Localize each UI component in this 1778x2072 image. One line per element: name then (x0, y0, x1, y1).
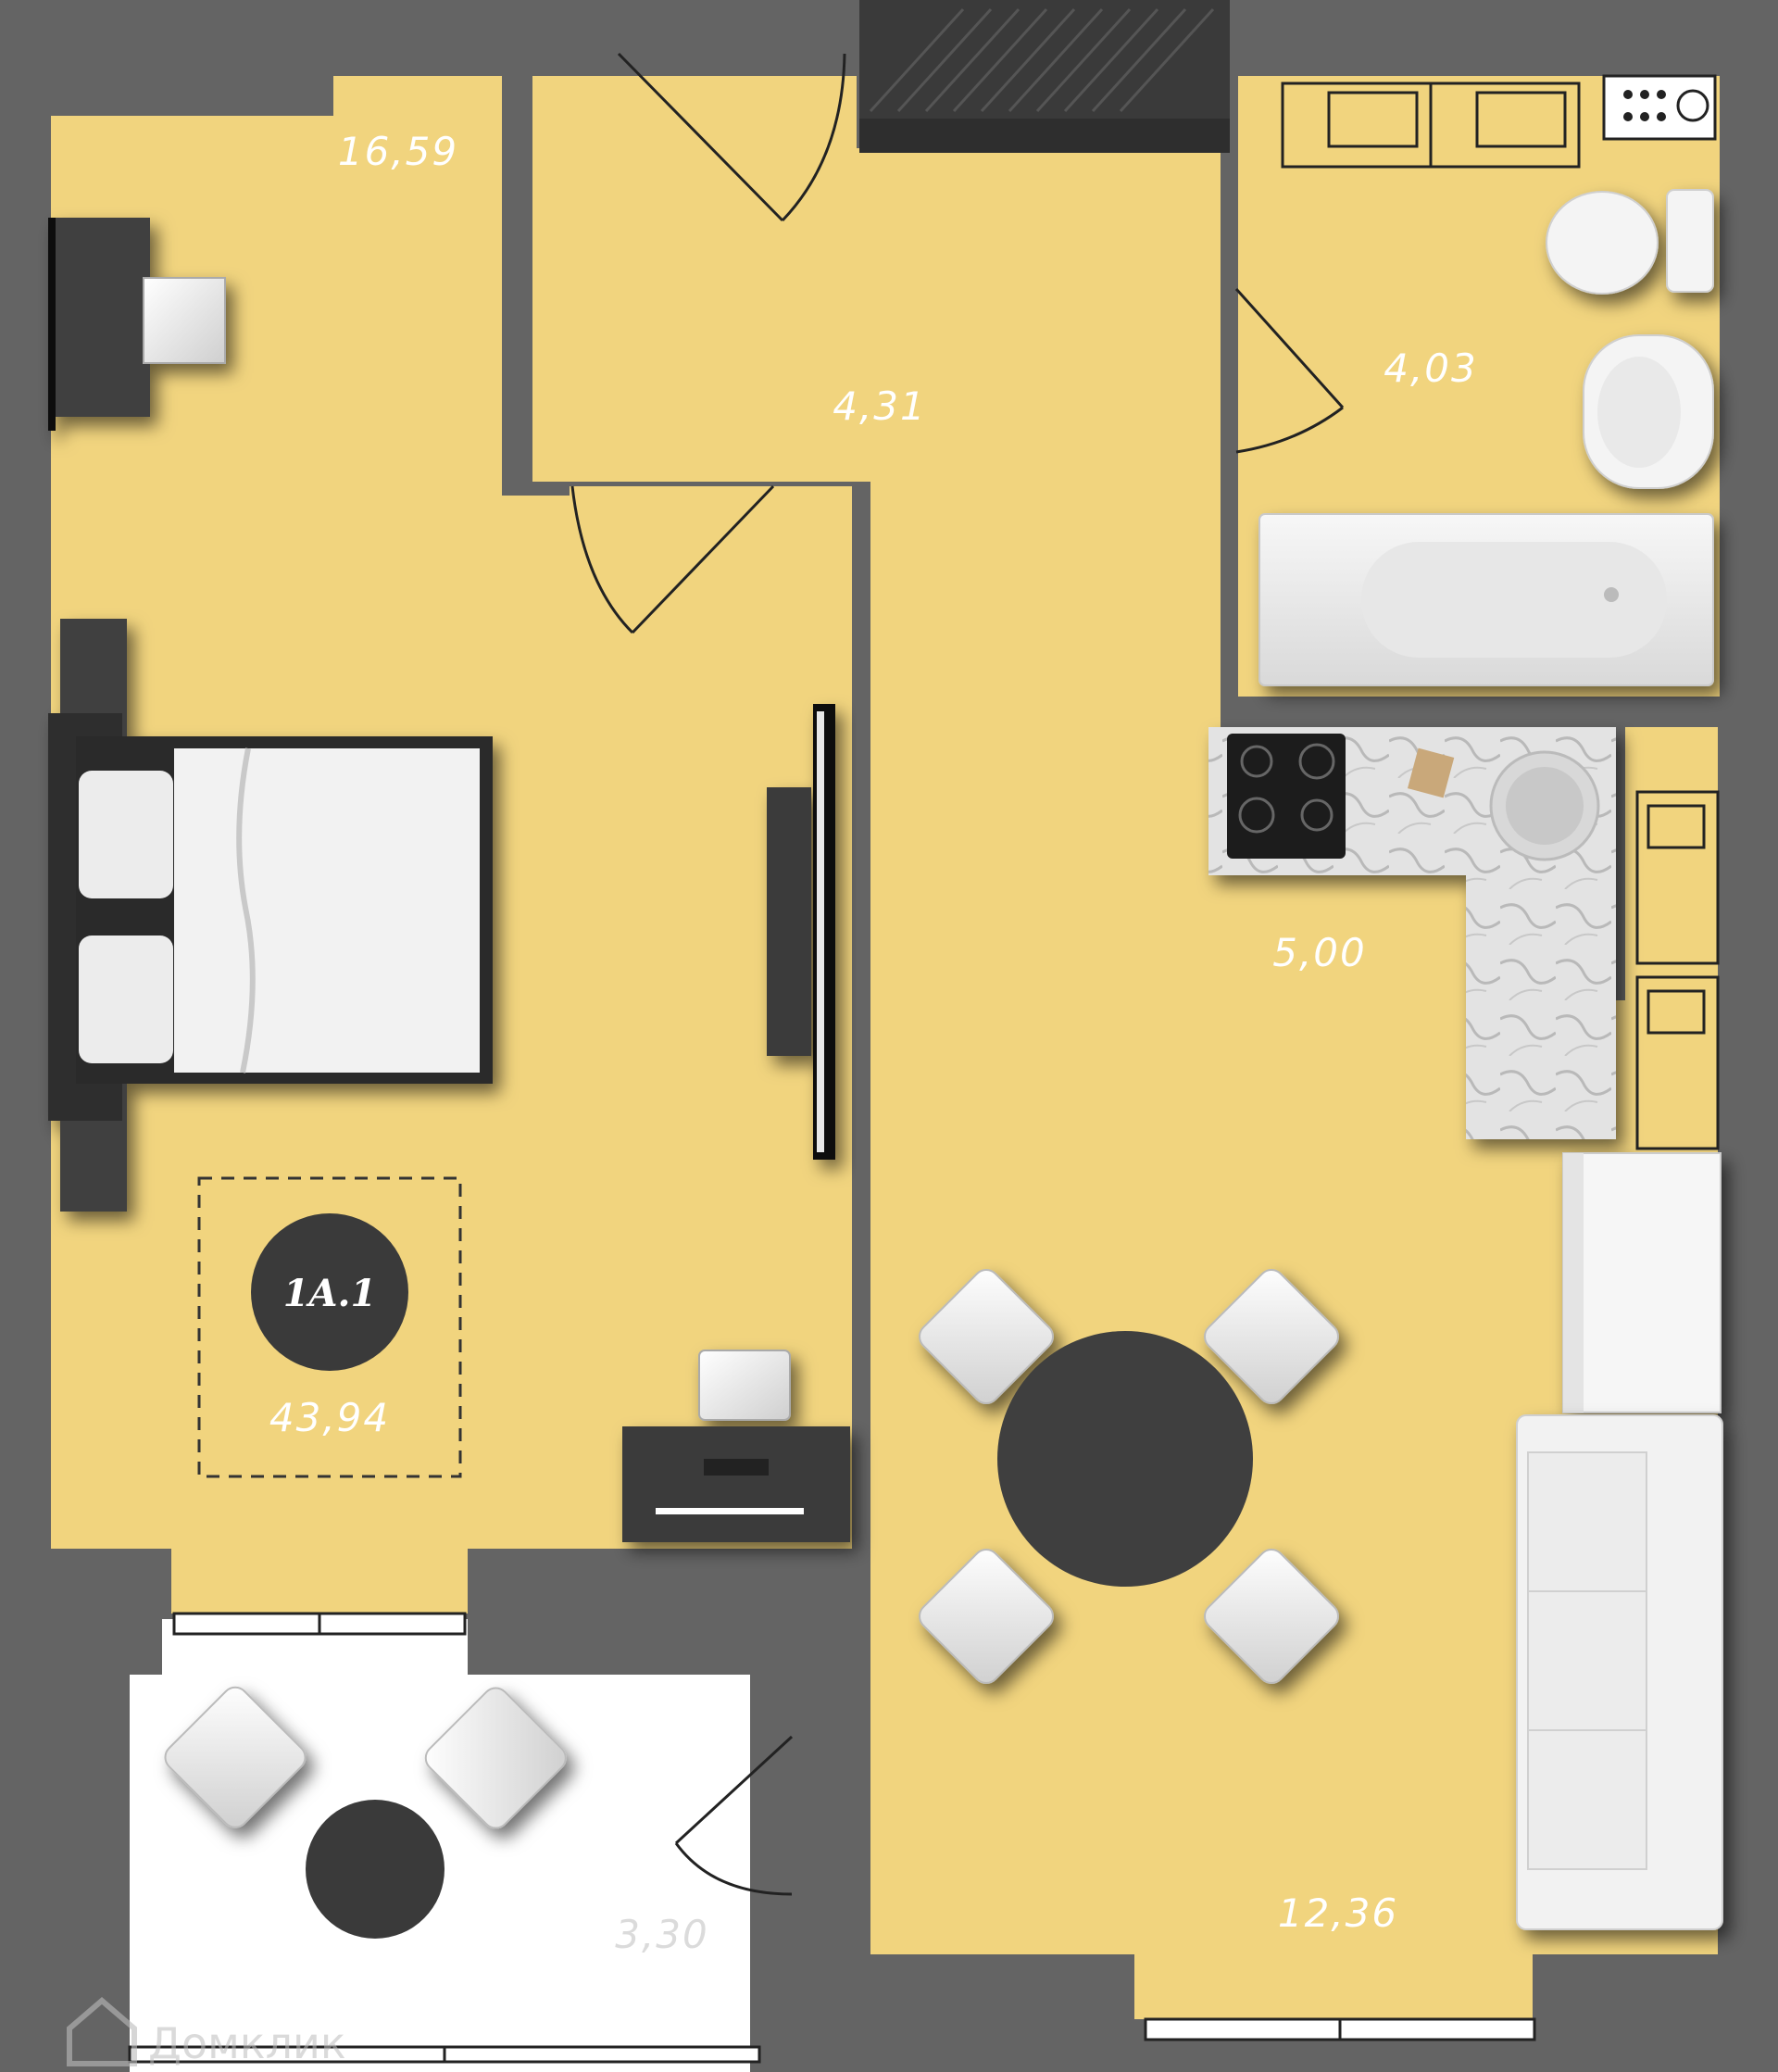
dining-set (919, 1269, 1339, 1684)
cooktop (1227, 734, 1346, 859)
ventilation-shaft (859, 0, 1230, 153)
kitchen-sink (1489, 750, 1600, 861)
unit-code: 1A.1 (283, 1272, 377, 1315)
balcony-table (306, 1800, 444, 1939)
windows (128, 1612, 1536, 2064)
doors (570, 52, 1345, 1896)
work-desk (622, 1350, 850, 1542)
watermark-text: Домклик (148, 2018, 346, 2068)
room-area-bathroom: 4,03 (1384, 345, 1478, 391)
toilet (1546, 189, 1714, 295)
dining-table (997, 1331, 1253, 1587)
vanity-desk (48, 218, 226, 431)
bedroom-furniture (48, 218, 850, 1542)
stove-top (1602, 74, 1717, 141)
bathroom-fixtures (1258, 74, 1717, 686)
fridge (1562, 1152, 1722, 1413)
kitchen-fixtures (1208, 727, 1722, 1413)
room-area-kitchen: 5,00 (1272, 930, 1367, 975)
room-area-living: 12,36 (1278, 1890, 1398, 1936)
sink (1583, 334, 1714, 489)
watermark: Домклик (67, 1997, 346, 2068)
sofa (1516, 1414, 1723, 1930)
cabinets (1635, 790, 1720, 1150)
total-area: 43,94 (269, 1395, 390, 1440)
room-area-bedroom: 16,59 (338, 129, 458, 174)
bathtub (1258, 513, 1714, 686)
unit-badge: 1A.1 43,94 (197, 1176, 462, 1478)
bed (48, 619, 493, 1212)
room-area-hallway: 4,31 (833, 383, 927, 429)
tv-stand (767, 704, 835, 1160)
balcony-furniture (164, 1686, 567, 1939)
room-area-balcony: 3,30 (615, 1912, 709, 1957)
room-labels: 16,59 4,31 4,03 5,00 12,36 3,30 (338, 129, 1478, 1957)
